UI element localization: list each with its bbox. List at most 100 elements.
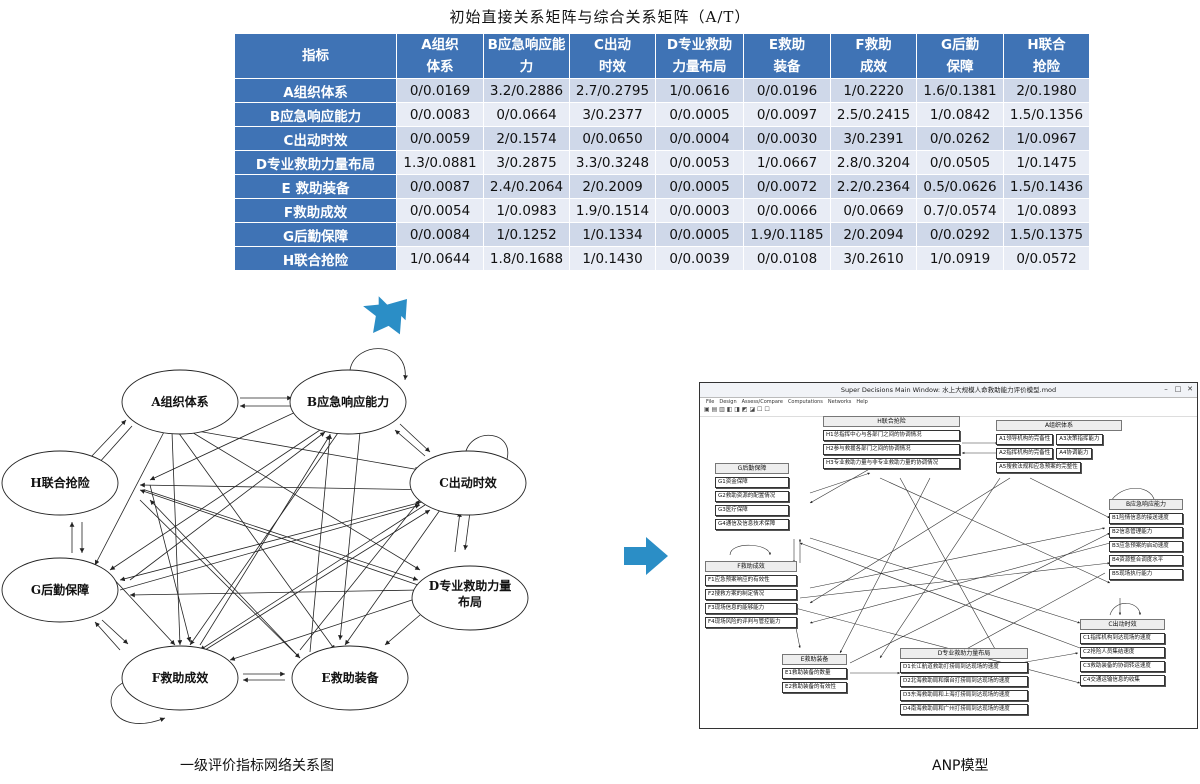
anp-node[interactable]: F1应急预案响应的有效性 bbox=[705, 575, 797, 586]
anp-cluster-title: H联合抢险 bbox=[823, 416, 960, 427]
column-header-line: 体系 bbox=[426, 59, 454, 75]
anp-menu-item[interactable]: Help bbox=[856, 399, 868, 405]
anp-node[interactable]: E1救助装备的数量 bbox=[782, 668, 847, 679]
anp-node[interactable]: F4现场风险的评判与管控能力 bbox=[705, 617, 797, 628]
matrix-cell: 0/0.0039 bbox=[655, 246, 744, 271]
network-caption: 一级评价指标网络关系图 bbox=[180, 758, 334, 774]
node-c: C出动时效 bbox=[439, 475, 498, 490]
anp-cluster-title: C出动时效 bbox=[1080, 619, 1165, 630]
matrix-row-header: D专业救助力量布局 bbox=[234, 150, 397, 175]
matrix-cell: 2/0.2009 bbox=[569, 174, 656, 199]
matrix-cell: 0/0.0059 bbox=[396, 126, 484, 151]
anp-cluster-title: E救助装备 bbox=[782, 654, 847, 665]
close-icon[interactable]: ✕ bbox=[1187, 385, 1193, 393]
anp-node[interactable]: B2信息管理能力 bbox=[1109, 527, 1183, 538]
matrix-row-header: A组织体系 bbox=[234, 78, 397, 103]
column-header-line: A组织 bbox=[421, 37, 459, 53]
column-header-line: 时效 bbox=[599, 59, 626, 75]
anp-cluster-title: G后勤保障 bbox=[715, 463, 789, 474]
anp-menu-item[interactable]: Assess/Compare bbox=[741, 399, 783, 405]
anp-node[interactable]: A5搜救法规和应急预案的完整性 bbox=[996, 462, 1081, 473]
anp-node[interactable]: A4协调能力 bbox=[1056, 448, 1092, 459]
anp-node[interactable]: C4交通运输信息的收集 bbox=[1080, 675, 1165, 686]
minimize-icon[interactable]: – bbox=[1164, 385, 1168, 393]
anp-cluster-c[interactable]: C出动时效 C1指挥机构到达现场的速度 C2抢险人员集结速度 C3救助装备的协调转运速… bbox=[1080, 619, 1165, 686]
anp-node[interactable]: G4通信及信息技术保障 bbox=[715, 519, 789, 530]
matrix-cell: 0/0.0097 bbox=[743, 102, 831, 127]
anp-node[interactable]: B5现场执行能力 bbox=[1109, 569, 1183, 580]
anp-node[interactable]: D3东海救助局和上海打捞局到达现场的速度 bbox=[900, 690, 1028, 701]
network-nodes bbox=[1, 369, 529, 711]
column-header-line: D专业救助 bbox=[666, 37, 733, 53]
node-f: F救助成效 bbox=[152, 670, 210, 685]
anp-node[interactable]: H3专业救助力量与非专业救助力量的协调情况 bbox=[823, 458, 960, 469]
matrix-cell: 0.5/0.0626 bbox=[916, 174, 1004, 199]
anp-node[interactable]: D4南海救助局和广州打捞局到达现场的速度 bbox=[900, 704, 1028, 715]
anp-node[interactable]: B4资源整合调度水平 bbox=[1109, 555, 1183, 566]
anp-cluster-f[interactable]: F救助成效 F1应急预案响应的有效性 F2搜救方案的制定情况 F3现场信息的能够能力 F… bbox=[705, 561, 797, 628]
maximize-icon[interactable]: □ bbox=[1174, 385, 1182, 393]
anp-window-title: Super Decisions Main Window: 水上大规模人命救助能力… bbox=[840, 386, 1057, 394]
anp-links bbox=[729, 441, 1157, 684]
node-h: H联合抢险 bbox=[30, 475, 90, 490]
anp-menu-item[interactable]: Networks bbox=[827, 399, 852, 405]
anp-node[interactable]: F2搜救方案的制定情况 bbox=[705, 589, 797, 600]
anp-node[interactable]: D1长江航道救助打捞局到达现场的速度 bbox=[900, 662, 1028, 673]
matrix-cell: 1.9/0.1185 bbox=[743, 222, 831, 247]
node-d-line1: D专业救助力量 bbox=[429, 578, 511, 593]
column-header-line: E救助 bbox=[768, 37, 806, 53]
anp-cluster-title: F救助成效 bbox=[705, 561, 797, 572]
anp-node[interactable]: A1领导机构的完备性 bbox=[996, 434, 1054, 445]
anp-node[interactable]: H1总指挥中心与各部门之间的协调情况 bbox=[823, 430, 960, 441]
matrix-cell: 0/0.0505 bbox=[916, 150, 1004, 175]
anp-cluster-g[interactable]: G后勤保障 G1资金保障 G2救助资源的配置情况 G3医疗保障 G4通信及信息技术保障 bbox=[715, 463, 789, 530]
matrix-cell: 1.9/0.1514 bbox=[569, 198, 656, 223]
matrix-cell: 1.3/0.0881 bbox=[396, 150, 484, 175]
column-header-line: 力量布局 bbox=[672, 59, 727, 75]
self-loops bbox=[110, 348, 510, 724]
anp-model-window: Super Decisions Main Window: 水上大规模人命救助能力… bbox=[699, 382, 1198, 729]
anp-node[interactable]: F3现场信息的能够能力 bbox=[705, 603, 797, 614]
arrow-down-icon bbox=[363, 296, 407, 335]
anp-menu-item[interactable]: Design bbox=[719, 399, 737, 405]
matrix-row-header: B应急响应能力 bbox=[234, 102, 397, 127]
matrix-cell: 0/0.0072 bbox=[743, 174, 831, 199]
matrix-cell: 0/0.0005 bbox=[655, 222, 744, 247]
matrix-cell: 1/0.0967 bbox=[1003, 126, 1090, 151]
matrix-cell: 0/0.0664 bbox=[483, 102, 570, 127]
anp-node[interactable]: G3医疗保障 bbox=[715, 505, 789, 516]
matrix-cell: 3/0.2377 bbox=[569, 102, 656, 127]
anp-node[interactable]: G2救助资源的配置情况 bbox=[715, 491, 789, 502]
anp-node[interactable]: B3应急预案的启动速度 bbox=[1109, 541, 1183, 552]
anp-cluster-h[interactable]: H联合抢险 H1总指挥中心与各部门之间的协调情况 H2参与救援各部门之间的协调情况 H… bbox=[823, 416, 960, 469]
anp-node[interactable]: D2北海救助局和烟台打捞局到达现场的速度 bbox=[900, 676, 1028, 687]
anp-cluster-title: B应急响应能力 bbox=[1109, 499, 1183, 510]
matrix-cell: 3.3/0.3248 bbox=[569, 150, 656, 175]
network-diagram: A组织体系 B应急响应能力 C出动时效 D专业救助力量 布局 E救助装备 F救助… bbox=[1, 348, 529, 724]
anp-node[interactable]: E2救助装备的有效性 bbox=[782, 682, 847, 693]
anp-node[interactable]: A3决策指挥能力 bbox=[1056, 434, 1103, 445]
matrix-row-header: H联合抢险 bbox=[234, 246, 397, 271]
anp-cluster-e[interactable]: E救助装备 E1救助装备的数量 E2救助装备的有效性 bbox=[782, 654, 847, 693]
anp-menu-item[interactable]: File bbox=[706, 399, 715, 405]
anp-node[interactable]: G1资金保障 bbox=[715, 477, 789, 488]
matrix-cell: 2/0.2094 bbox=[830, 222, 917, 247]
anp-cluster-b[interactable]: B应急响应能力 B1险情信息的接送速度 B2信息管理能力 B3应急预案的启动速度 B4资… bbox=[1109, 499, 1183, 580]
anp-menu-item[interactable]: Computations bbox=[787, 399, 823, 405]
anp-node[interactable]: C2抢险人员集结速度 bbox=[1080, 647, 1165, 658]
anp-node[interactable]: C3救助装备的协调转运速度 bbox=[1080, 661, 1165, 672]
anp-node[interactable]: H2参与救援各部门之间的协调情况 bbox=[823, 444, 960, 455]
anp-node[interactable]: A2指挥机构的完备性 bbox=[996, 448, 1054, 459]
matrix-cell: 0/0.0262 bbox=[916, 126, 1004, 151]
matrix-cell: 2.5/0.2415 bbox=[830, 102, 917, 127]
anp-node[interactable]: C1指挥机构到达现场的速度 bbox=[1080, 633, 1165, 644]
anp-node[interactable]: B1险情信息的接送速度 bbox=[1109, 513, 1183, 524]
matrix-cell: 1/0.0983 bbox=[483, 198, 570, 223]
matrix-column-header: E救助装备 bbox=[743, 33, 831, 79]
